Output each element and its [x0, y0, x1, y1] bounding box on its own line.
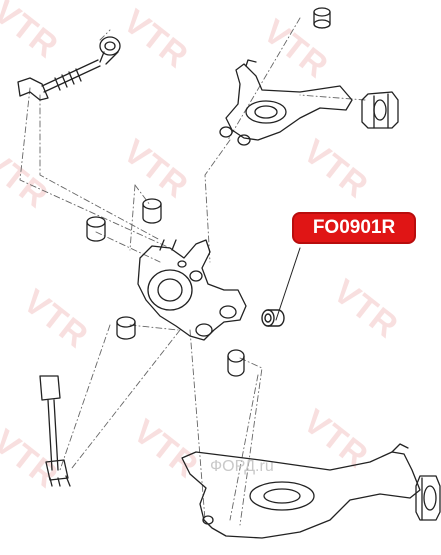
bushing-fo0901r	[261, 309, 285, 327]
upper-control-arm	[219, 59, 353, 146]
upper-toe-link	[17, 36, 121, 101]
bushing-lower-center	[227, 349, 245, 377]
bushing-top-right	[313, 7, 331, 29]
trailing-link	[39, 375, 71, 487]
bushing-left	[86, 216, 106, 242]
leader-lines	[19, 17, 366, 526]
bushing-bottom-right	[415, 475, 441, 521]
label-leader	[275, 247, 301, 321]
bracket-bushing-right	[361, 91, 399, 129]
site-credit: ФОРД.ru	[210, 458, 274, 475]
lower-control-arm	[181, 443, 421, 539]
knuckle	[137, 239, 247, 341]
part-number-label: FO0901R	[292, 212, 416, 244]
bushing-mid-upper	[142, 198, 162, 224]
bushing-lower-left	[116, 316, 136, 340]
